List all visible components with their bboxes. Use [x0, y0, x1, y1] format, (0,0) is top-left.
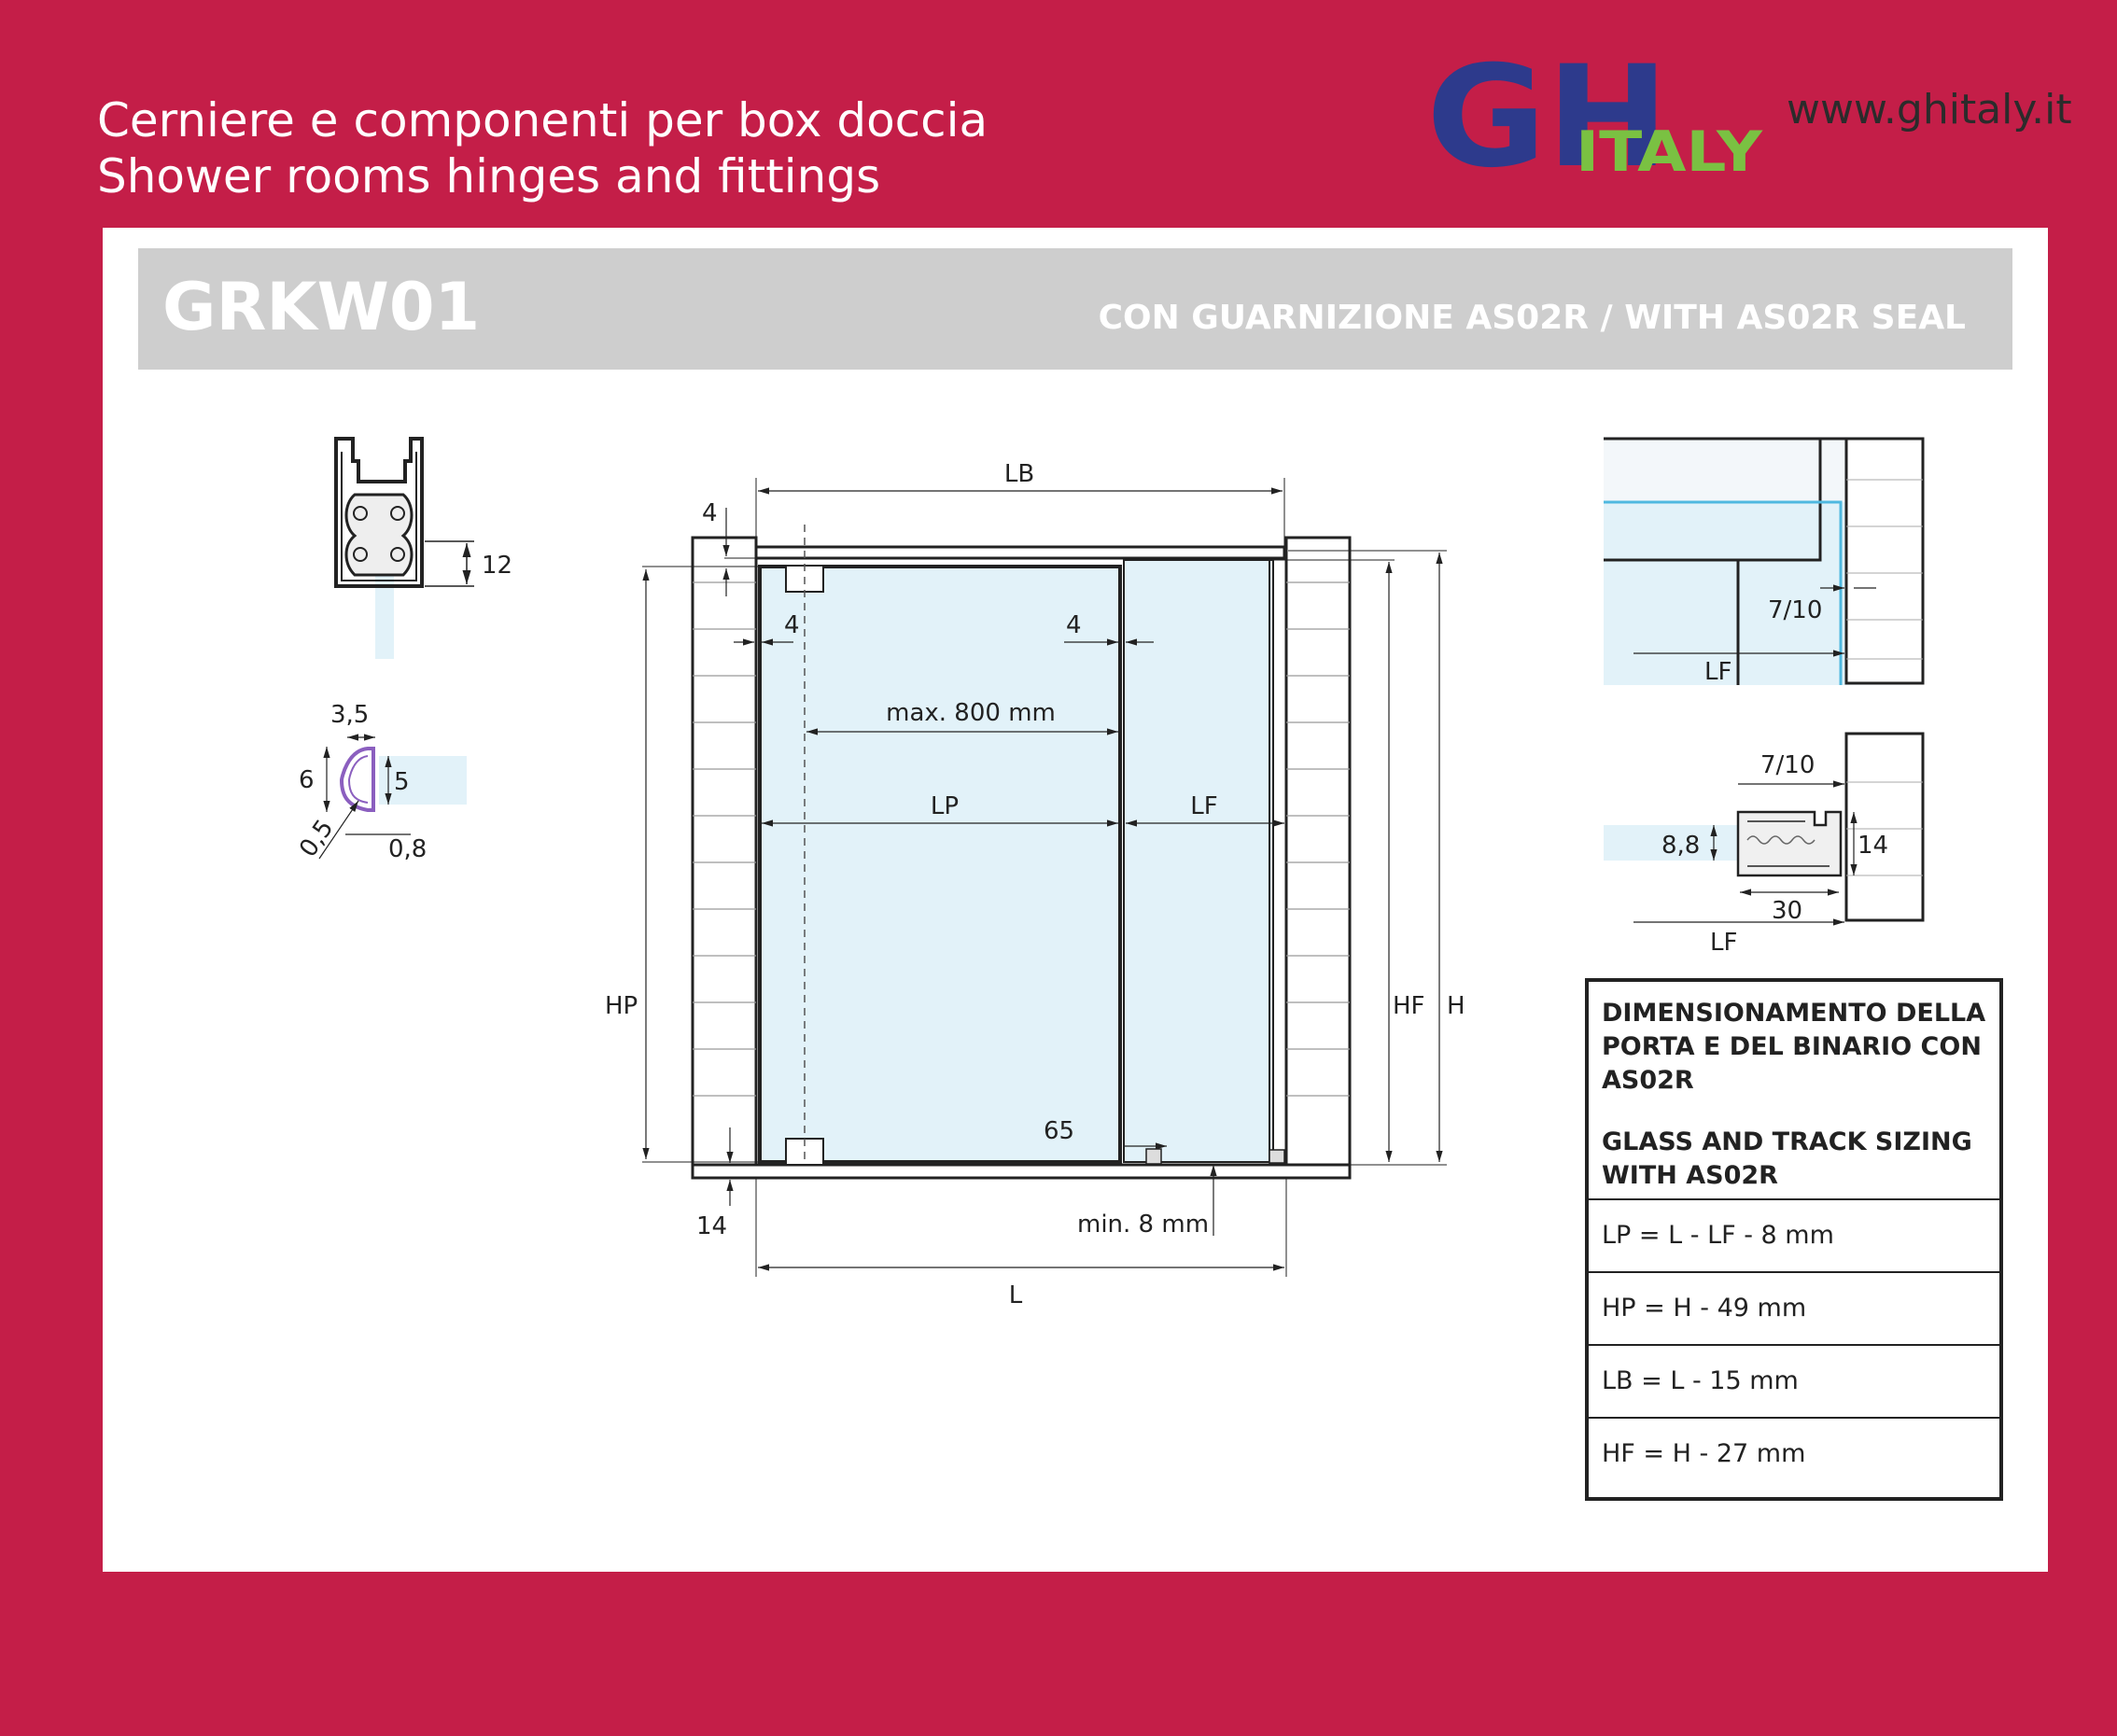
product-title-bar: GRKW01 CON GUARNIZIONE AS02R / WITH AS02… [138, 248, 2012, 370]
seal-dim-0-8: 0,8 [388, 835, 427, 863]
detail-top-gap: 7/10 [1768, 596, 1822, 624]
seal-detail: 6 3,5 5 0,5 0,8 [294, 701, 467, 863]
dim-65: 65 [1044, 1117, 1074, 1145]
dim-lf: LF [1190, 792, 1217, 820]
sizing-row-hp: HP = H - 49 mm [1589, 1273, 1999, 1346]
detail-section-8-8: 8,8 [1661, 832, 1700, 860]
dim-hp: HP [605, 992, 638, 1020]
dim-l: L [1009, 1281, 1023, 1309]
sizing-heading-en: GLASS AND TRACK SIZING WITH AS02R [1602, 1127, 1972, 1190]
sizing-table: DIMENSIONAMENTO DELLA PORTA E DEL BINARI… [1585, 978, 2003, 1501]
detail-section-lf: LF [1710, 929, 1737, 957]
dim-gap-left: 4 [784, 611, 800, 639]
seal-dim-6: 6 [299, 766, 315, 794]
sliding-door-glass [758, 565, 1122, 1164]
detail-section-14: 14 [1858, 832, 1888, 860]
fixed-panel-glass [1123, 559, 1274, 1163]
sizing-row-lp: LP = L - LF - 8 mm [1589, 1200, 1999, 1273]
seal-dim-5: 5 [394, 768, 410, 796]
dim-h: H [1447, 992, 1465, 1020]
shower-elevation: LB 4 4 4 max. 800 mm LP LF [605, 460, 1465, 1309]
header-title-it: Cerniere e componenti per box doccia [97, 93, 988, 147]
profile-dim-12: 12 [482, 552, 512, 580]
detail-section-30: 30 [1772, 897, 1802, 925]
dim-bottom-14: 14 [696, 1212, 727, 1240]
seal-dim-3-5: 3,5 [330, 701, 369, 729]
sizing-table-header: DIMENSIONAMENTO DELLA PORTA E DEL BINARI… [1589, 982, 1999, 1200]
product-code: GRKW01 [162, 269, 481, 345]
detail-section-gap: 7/10 [1760, 751, 1815, 779]
left-wall [691, 536, 758, 1167]
right-wall [1284, 536, 1352, 1167]
dim-min-8: min. 8 mm [1077, 1211, 1209, 1239]
detail-top-view: 7/10 LF [1604, 437, 1925, 686]
detail-track-section: 7/10 8,8 14 30 LF [1604, 732, 1925, 957]
logo-italy-text: ITALY [1576, 119, 1764, 182]
dim-gap-mid: 4 [1066, 611, 1082, 639]
header-title-en: Shower rooms hinges and fittings [97, 149, 881, 203]
top-track [754, 545, 1286, 560]
product-subtitle: CON GUARNIZIONE AS02R / WITH AS02R SEAL [1098, 299, 1966, 337]
track-profile-section: 12 [334, 437, 512, 659]
logo-gh-text: GH [1426, 51, 1669, 182]
sizing-row-lb: LB = L - 15 mm [1589, 1346, 1999, 1419]
dim-gap-top: 4 [702, 499, 718, 527]
gh-italy-logo: GH ITALY [1426, 51, 1764, 182]
seal-dim-0-5: 0,5 [294, 815, 339, 862]
sizing-row-hf: HF = H - 27 mm [1602, 1439, 1806, 1468]
dim-lp: LP [931, 792, 959, 820]
dim-lb: LB [1004, 460, 1034, 488]
technical-drawing: 12 6 3,5 5 0,5 0,8 [294, 437, 1925, 1309]
detail-top-lf: LF [1704, 658, 1731, 686]
dim-max-width: max. 800 mm [886, 699, 1056, 727]
website-link[interactable]: www.ghitaly.it [1787, 86, 2072, 133]
sizing-heading-it: DIMENSIONAMENTO DELLA PORTA E DEL BINARI… [1602, 999, 1986, 1095]
dim-hf: HF [1393, 992, 1425, 1020]
floor [691, 1163, 1352, 1180]
content-panel: GRKW01 CON GUARNIZIONE AS02R / WITH AS02… [103, 228, 2048, 1572]
